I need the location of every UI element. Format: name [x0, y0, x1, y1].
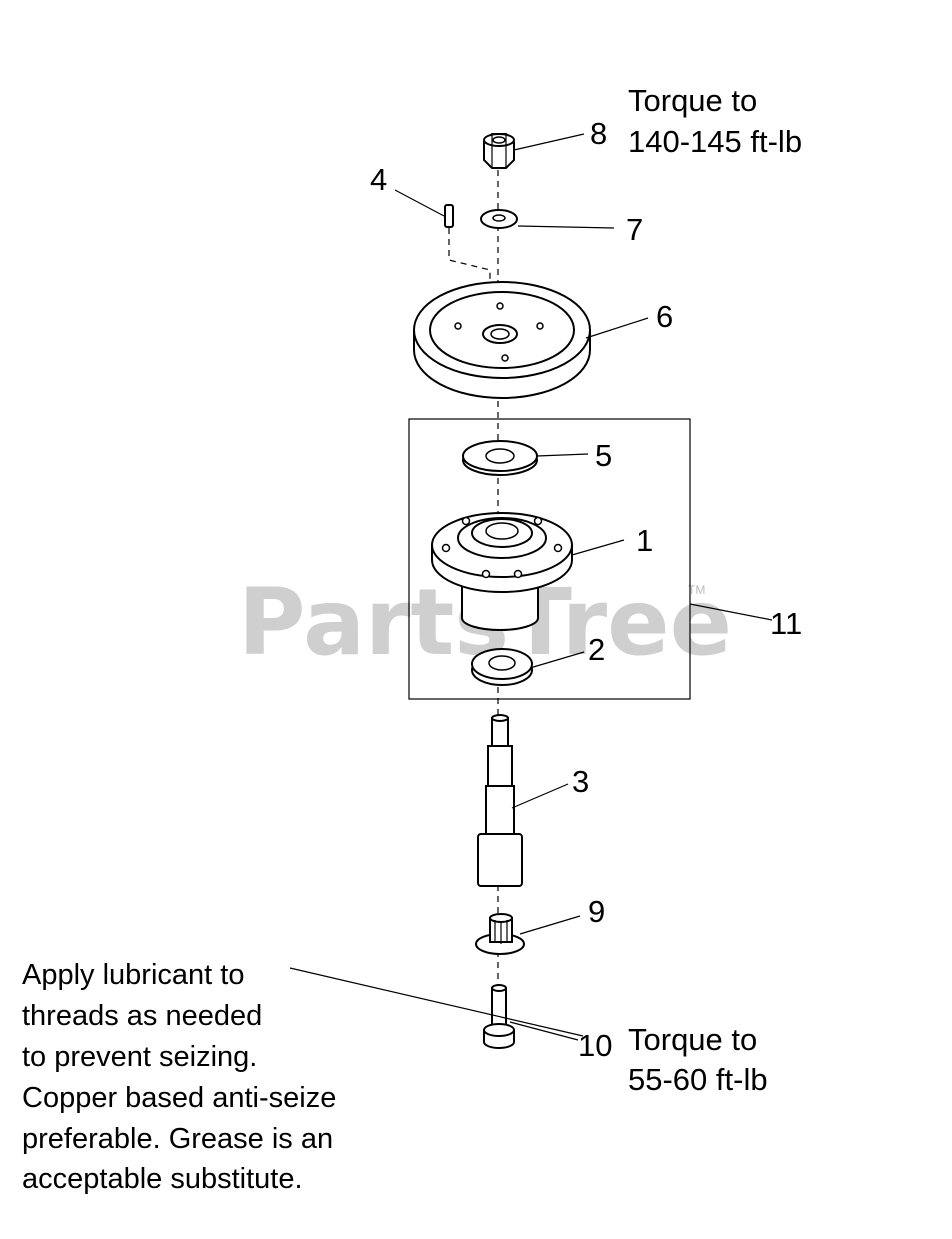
svg-text:140-145 ft-lb: 140-145 ft-lb: [628, 124, 802, 159]
part-7-washer: [480, 209, 518, 229]
part-10-bolt: [483, 984, 515, 1049]
svg-text:Copper based anti-seize: Copper based anti-seize: [22, 1082, 336, 1114]
torque-note-top: Torque to 140-145 ft-lb: [628, 83, 802, 159]
callout-6: 6: [656, 299, 673, 334]
callout-4: 4: [370, 162, 387, 197]
svg-text:threads as needed: threads as needed: [22, 1000, 262, 1032]
callout-5: 5: [595, 438, 612, 473]
svg-text:Torque to: Torque to: [628, 1022, 757, 1057]
callout-1: 1: [636, 523, 653, 558]
svg-text:to prevent seizing.: to prevent seizing.: [22, 1041, 257, 1073]
svg-text:55-60 ft-lb: 55-60 ft-lb: [628, 1062, 768, 1097]
callout-10: 10: [578, 1028, 612, 1063]
part-6-pulley: [413, 281, 591, 399]
part-8-hex-nut: [483, 133, 515, 169]
callout-8: 8: [590, 116, 607, 151]
svg-text:TM: TM: [688, 583, 705, 597]
callout-2: 2: [588, 632, 605, 667]
lubricant-note: Apply lubricant to threads as needed to …: [22, 959, 336, 1195]
torque-note-bottom: Torque to 55-60 ft-lb: [628, 1022, 768, 1097]
part-11-spindle-assembly-box: [408, 418, 691, 700]
part-9-spline-adapter: [475, 913, 525, 955]
svg-text:acceptable substitute.: acceptable substitute.: [22, 1163, 303, 1195]
callout-11: 11: [770, 606, 802, 641]
callout-9: 9: [588, 894, 605, 929]
part-4-key: [444, 204, 454, 228]
part-2-bearing: [471, 648, 533, 686]
part-1-spindle-housing: [431, 512, 573, 631]
svg-text:preferable. Grease is an: preferable. Grease is an: [22, 1123, 333, 1155]
svg-text:Torque to: Torque to: [628, 83, 757, 118]
callout-3: 3: [572, 764, 589, 799]
part-3-spindle-shaft: [477, 714, 523, 887]
leader-lines: [289, 133, 773, 1041]
svg-text:Apply lubricant to: Apply lubricant to: [22, 959, 244, 991]
part-5-seal: [462, 440, 538, 476]
callout-7: 7: [626, 212, 643, 247]
